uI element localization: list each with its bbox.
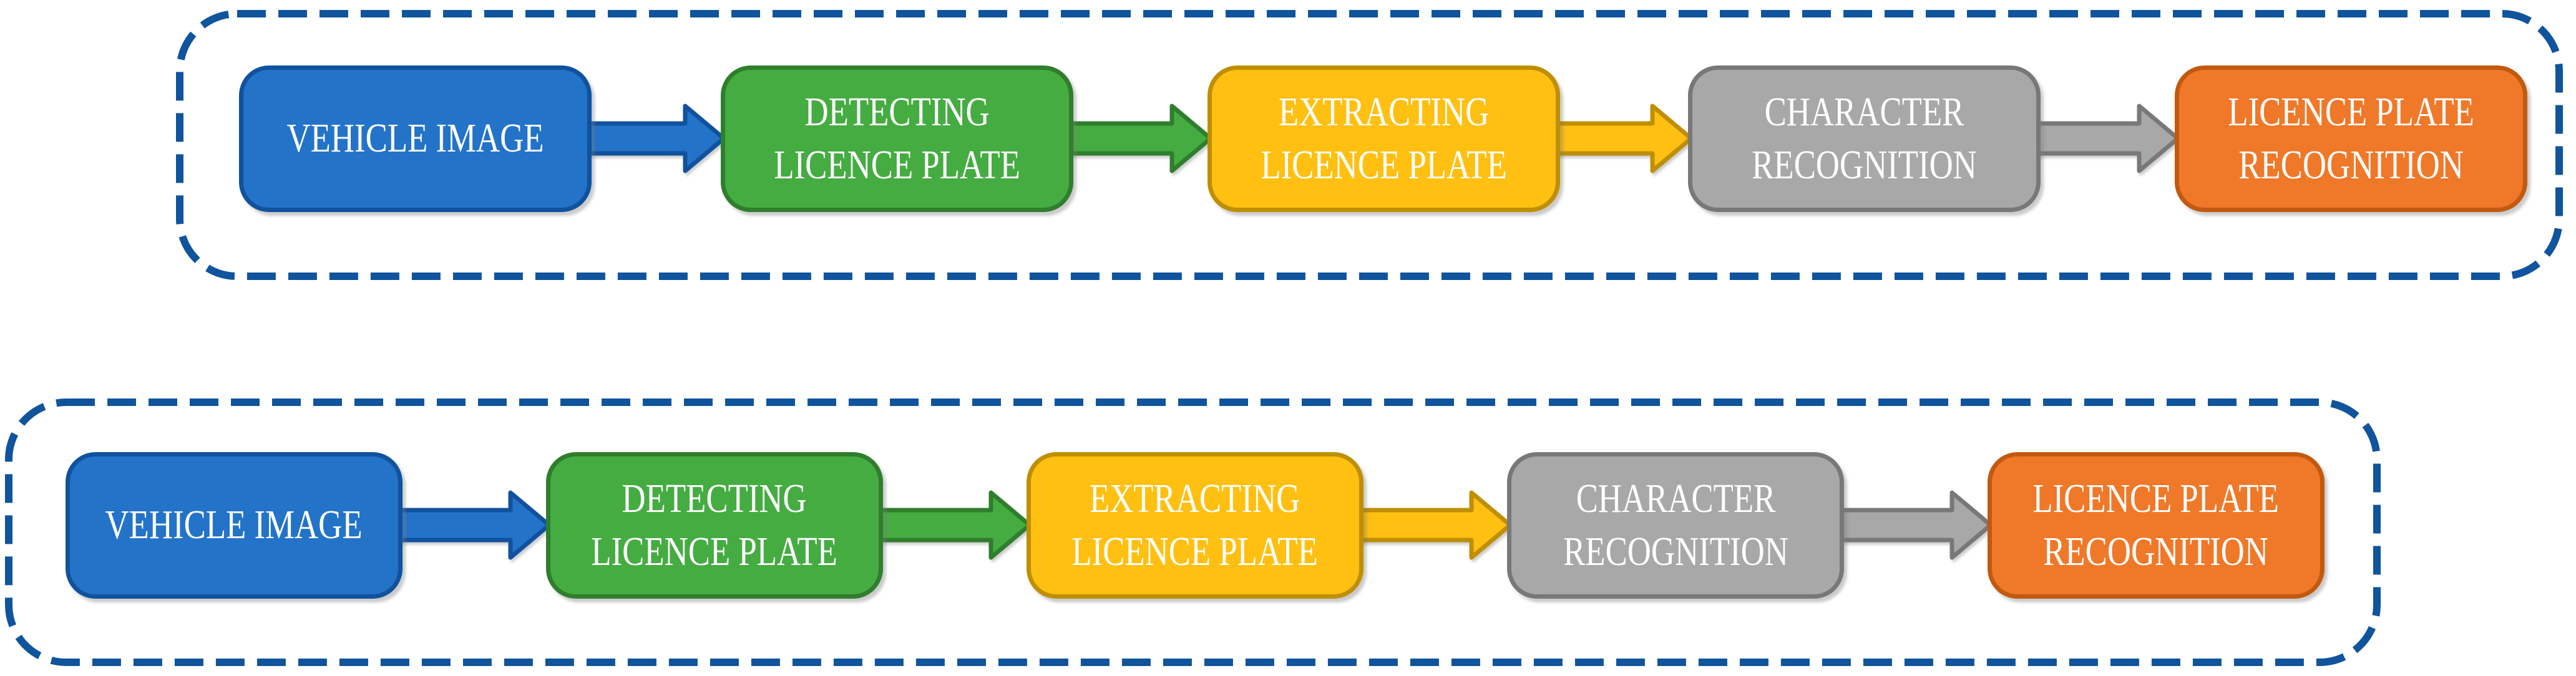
bottom-arrow-vehicle-to-detecting bbox=[395, 490, 552, 560]
top-step-vehicle-image-label: VEHICLE IMAGE bbox=[286, 115, 544, 162]
bottom-arrow-extracting-to-character bbox=[1356, 490, 1513, 560]
bottom-step-character-recognition: CHARACTER RECOGNITION bbox=[1507, 452, 1844, 599]
bottom-step-extracting-licence-plate-label: EXTRACTING LICENCE PLATE bbox=[1071, 476, 1319, 574]
top-step-extracting-licence-plate-label: EXTRACTING LICENCE PLATE bbox=[1261, 89, 1507, 188]
top-arrow-extracting-to-character bbox=[1553, 104, 1694, 173]
top-dashed-frame bbox=[176, 10, 2563, 280]
bottom-step-vehicle-image-label: VEHICLE IMAGE bbox=[105, 502, 363, 548]
bottom-arrow-detecting-to-extracting bbox=[876, 490, 1032, 560]
bottom-step-detecting-licence-plate-label: DETECTING LICENCE PLATE bbox=[591, 476, 838, 574]
top-step-extracting-licence-plate: EXTRACTING LICENCE PLATE bbox=[1208, 65, 1560, 212]
bottom-dashed-frame bbox=[5, 398, 2381, 666]
top-arrow-detecting-to-extracting bbox=[1066, 104, 1213, 173]
bottom-step-character-recognition-label: CHARACTER RECOGNITION bbox=[1563, 476, 1788, 574]
bottom-step-extracting-licence-plate: EXTRACTING LICENCE PLATE bbox=[1027, 452, 1364, 599]
top-step-character-recognition-label: CHARACTER RECOGNITION bbox=[1752, 89, 1977, 188]
top-arrow-vehicle-to-detecting bbox=[584, 104, 726, 173]
bottom-step-detecting-licence-plate: DETECTING LICENCE PLATE bbox=[546, 452, 883, 599]
top-step-licence-plate-recognition: LICENCE PLATE RECOGNITION bbox=[2175, 65, 2527, 212]
bottom-step-vehicle-image: VEHICLE IMAGE bbox=[66, 452, 402, 599]
bottom-step-licence-plate-recognition-label: LICENCE PLATE RECOGNITION bbox=[2032, 476, 2280, 574]
top-step-vehicle-image: VEHICLE IMAGE bbox=[239, 65, 592, 212]
bottom-arrow-character-to-licence bbox=[1837, 490, 1993, 560]
top-step-licence-plate-recognition-label: LICENCE PLATE RECOGNITION bbox=[2228, 89, 2474, 188]
bottom-step-licence-plate-recognition: LICENCE PLATE RECOGNITION bbox=[1988, 452, 2325, 599]
top-step-detecting-licence-plate-label: DETECTING LICENCE PLATE bbox=[774, 89, 1020, 188]
top-arrow-character-to-licence bbox=[2033, 104, 2180, 173]
top-step-detecting-licence-plate: DETECTING LICENCE PLATE bbox=[721, 65, 1073, 212]
top-step-character-recognition: CHARACTER RECOGNITION bbox=[1688, 65, 2041, 212]
